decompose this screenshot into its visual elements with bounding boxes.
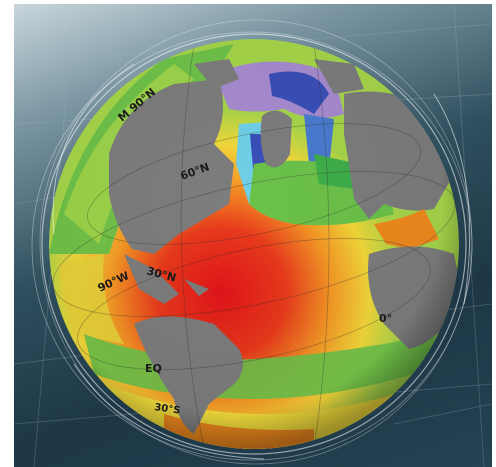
label-lon-0: 0° (379, 312, 392, 325)
label-lat-30s: 30°S (154, 402, 181, 417)
globe-scene: M 90°N 60°N 30°N 90°W 0° EQ 30°S (14, 4, 492, 467)
label-equator: EQ (145, 362, 162, 375)
orbit-lines (31, 19, 473, 465)
globe-illustration: M 90°N 60°N 30°N 90°W 0° EQ 30°S (14, 4, 492, 467)
